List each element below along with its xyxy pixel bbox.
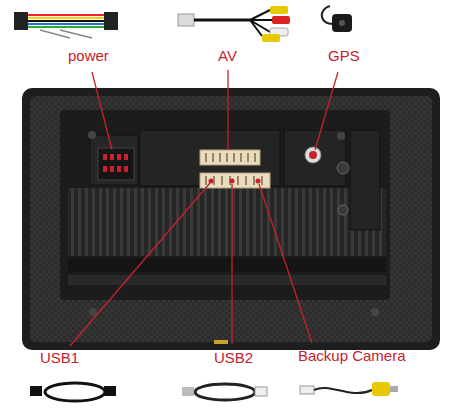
- power-harness: [14, 12, 118, 38]
- part-label: AV: [218, 48, 237, 65]
- part-label: power: [68, 48, 109, 65]
- part-label: GPS: [328, 48, 360, 65]
- camera-cable: [300, 382, 398, 396]
- part-label: USB1: [40, 350, 79, 367]
- part-label: Backup Camera: [298, 348, 406, 365]
- av-cable: [178, 6, 290, 42]
- part-label: USB2: [214, 350, 253, 367]
- usb2-cable: [182, 384, 267, 400]
- leader-lines: [70, 70, 338, 346]
- gps-antenna: [322, 6, 352, 32]
- head-unit: [22, 88, 440, 350]
- usb1-cable: [30, 383, 116, 401]
